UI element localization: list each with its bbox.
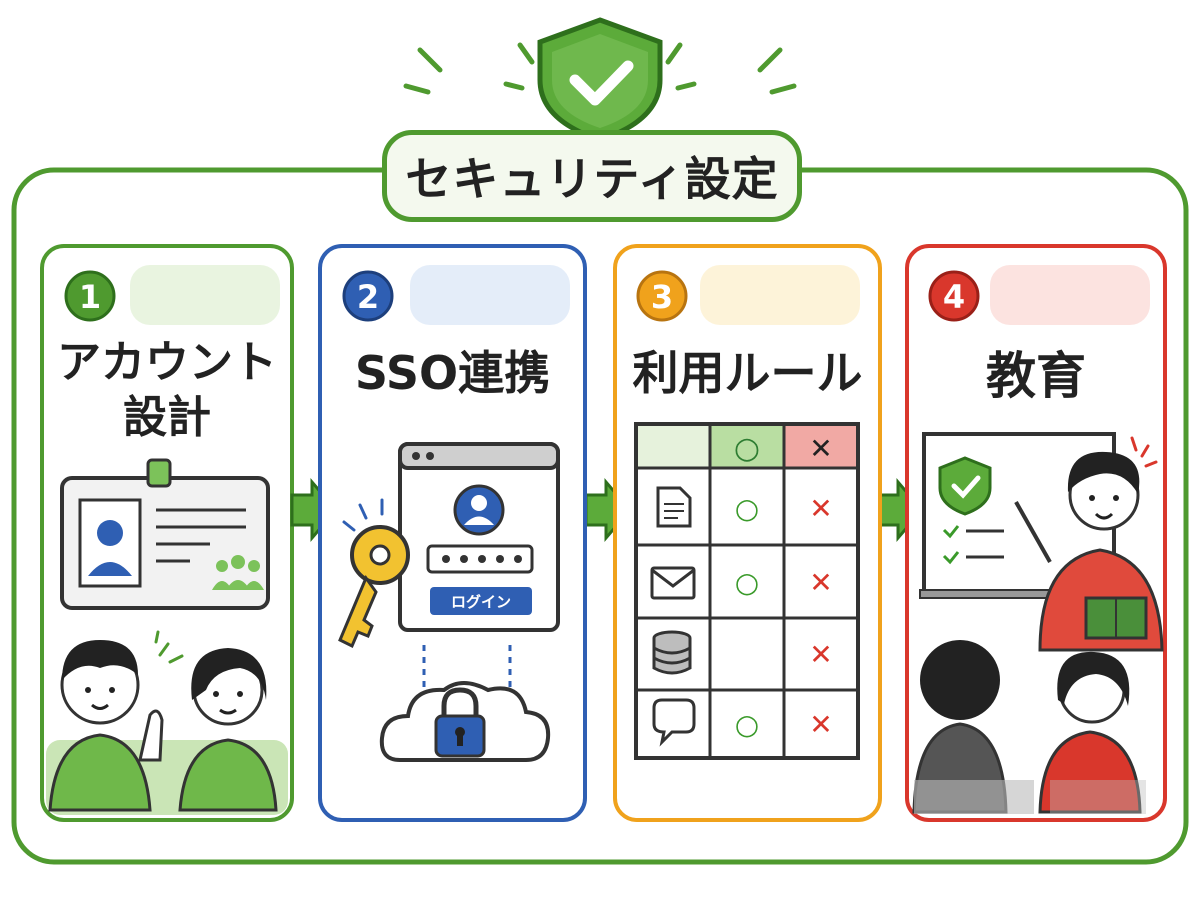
step-3-title: 利用ルール	[632, 346, 863, 400]
panel-usage-rules	[613, 244, 882, 822]
page-title: セキュリティ設定	[405, 152, 779, 206]
header-allowed-mark: ○	[734, 431, 760, 466]
step-1-title-line1: アカウント	[57, 337, 277, 388]
row-4-denied: ✕	[809, 708, 832, 741]
people-discussion-illustration	[46, 630, 288, 815]
cloud-lock-icon	[379, 645, 551, 762]
students-illustration	[912, 640, 1146, 814]
step-1-number: 1	[79, 278, 101, 316]
chat-icon	[652, 698, 696, 747]
step-1-title-line2: 設計	[123, 392, 211, 443]
teacher-illustration	[1014, 436, 1164, 652]
mail-icon	[650, 566, 696, 600]
step-3-badge	[636, 270, 688, 322]
row-3-denied: ✕	[809, 638, 832, 671]
row-1-denied: ✕	[809, 492, 832, 525]
step-2-badge	[342, 270, 394, 322]
sparkle-lines	[403, 42, 797, 95]
step-1-badge	[64, 270, 116, 322]
step-1-title: アカウント 設計	[42, 335, 292, 445]
shield-check-icon	[537, 17, 663, 143]
step-4-title: 教育	[986, 347, 1086, 405]
step-2-number: 2	[357, 278, 379, 316]
login-button	[430, 587, 532, 615]
title-banner: セキュリティ設定	[382, 130, 802, 222]
row-4-allowed: ○	[735, 708, 759, 741]
step-4-number: 4	[943, 278, 965, 316]
id-card-icon	[60, 458, 270, 610]
row-2-denied: ✕	[809, 566, 832, 599]
step-3-number: 3	[651, 278, 673, 316]
login-window-icon	[398, 442, 560, 632]
step-2-title: SSO連携	[354, 346, 551, 400]
header-denied-mark: ✕	[809, 432, 832, 465]
row-1-allowed: ○	[735, 492, 759, 525]
database-icon	[652, 630, 692, 675]
step-4-badge	[928, 270, 980, 322]
key-icon	[338, 498, 410, 649]
row-2-allowed: ○	[735, 566, 759, 599]
document-icon	[656, 486, 692, 528]
login-button-label: ログイン	[450, 592, 511, 611]
rules-table	[634, 422, 860, 760]
